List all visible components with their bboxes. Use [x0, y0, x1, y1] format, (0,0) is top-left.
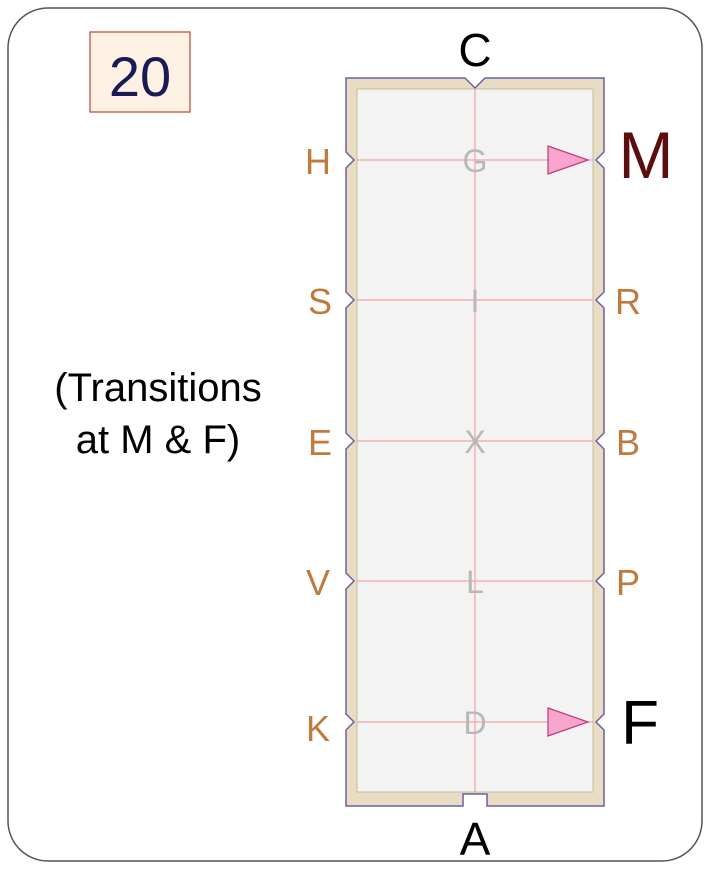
letter-e: E [308, 422, 332, 463]
letter-b: B [616, 422, 640, 463]
letter-l: L [466, 564, 484, 600]
letter-r: R [615, 281, 641, 322]
letter-v: V [306, 562, 330, 603]
transition-note-line-1: (Transitions [54, 366, 261, 410]
letter-f: F [621, 689, 659, 758]
letter-k: K [306, 708, 330, 749]
letter-c: C [458, 24, 491, 76]
letter-a: A [460, 813, 491, 865]
letter-s: S [308, 281, 332, 322]
letter-g: G [463, 143, 488, 179]
arena [345, 77, 605, 807]
letter-h: H [305, 141, 331, 182]
transition-note-line-2: at M & F) [76, 418, 240, 462]
transition-marker-f [547, 707, 590, 737]
letter-i: I [471, 283, 480, 319]
letter-d: D [463, 705, 486, 741]
card-number: 20 [109, 45, 171, 108]
letter-p: P [616, 562, 640, 603]
letter-x: X [464, 424, 485, 460]
letter-m: M [619, 118, 674, 192]
transition-marker-m [547, 145, 590, 175]
card-number-box [89, 31, 191, 113]
